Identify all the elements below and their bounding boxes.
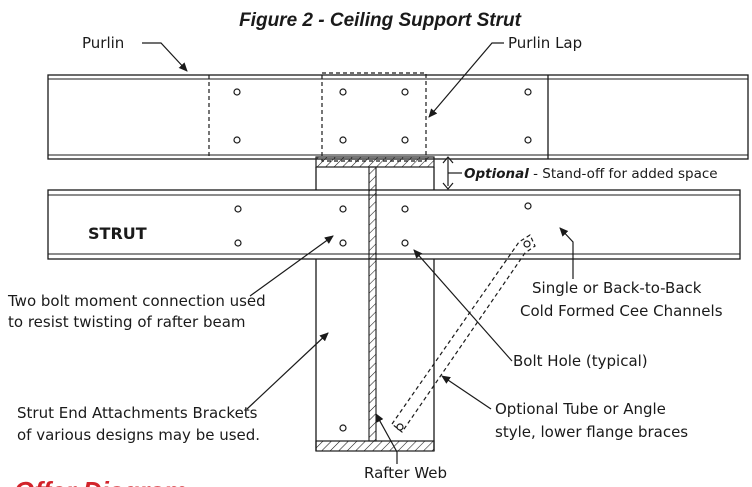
purlin-lap-label: Purlin Lap xyxy=(508,34,582,52)
cee-channels-label-line1: Single or Back-to-Back xyxy=(532,279,702,297)
rafter-web xyxy=(368,166,377,442)
figure-title: Figure 2 - Ceiling Support Strut xyxy=(239,10,522,31)
strut-label: STRUT xyxy=(88,224,147,243)
optional-standoff-label: Optional - Stand-off for added space xyxy=(464,166,718,182)
brackets-label-line1: Strut End Attachments Brackets xyxy=(17,404,258,422)
two-bolt-label-line2: to resist twisting of rafter beam xyxy=(8,313,246,331)
purlin-member xyxy=(47,74,749,160)
strut-bolt-holes xyxy=(234,202,532,432)
cee-channels-label-line2: Cold Formed Cee Channels xyxy=(520,302,723,320)
tube-brace-label-line1: Optional Tube or Angle xyxy=(495,400,666,418)
purlin-bolt-holes xyxy=(233,88,532,144)
bolt-hole-label: Bolt Hole (typical) xyxy=(513,352,648,370)
two-bolt-label-line1: Two bolt moment connection used xyxy=(7,292,266,310)
brackets-label-line2: of various designs may be used. xyxy=(17,426,260,444)
cut-off-heading: Offer Diagram xyxy=(14,476,187,487)
lower-flange-brace xyxy=(391,234,536,433)
purlin-lap-zone xyxy=(321,72,427,162)
strut-member xyxy=(47,189,741,260)
tube-brace-label-line2: style, lower flange braces xyxy=(495,423,688,441)
standoff-dimension xyxy=(442,156,462,190)
purlin-label: Purlin xyxy=(82,34,124,52)
rafter-web-label: Rafter Web xyxy=(364,464,447,482)
